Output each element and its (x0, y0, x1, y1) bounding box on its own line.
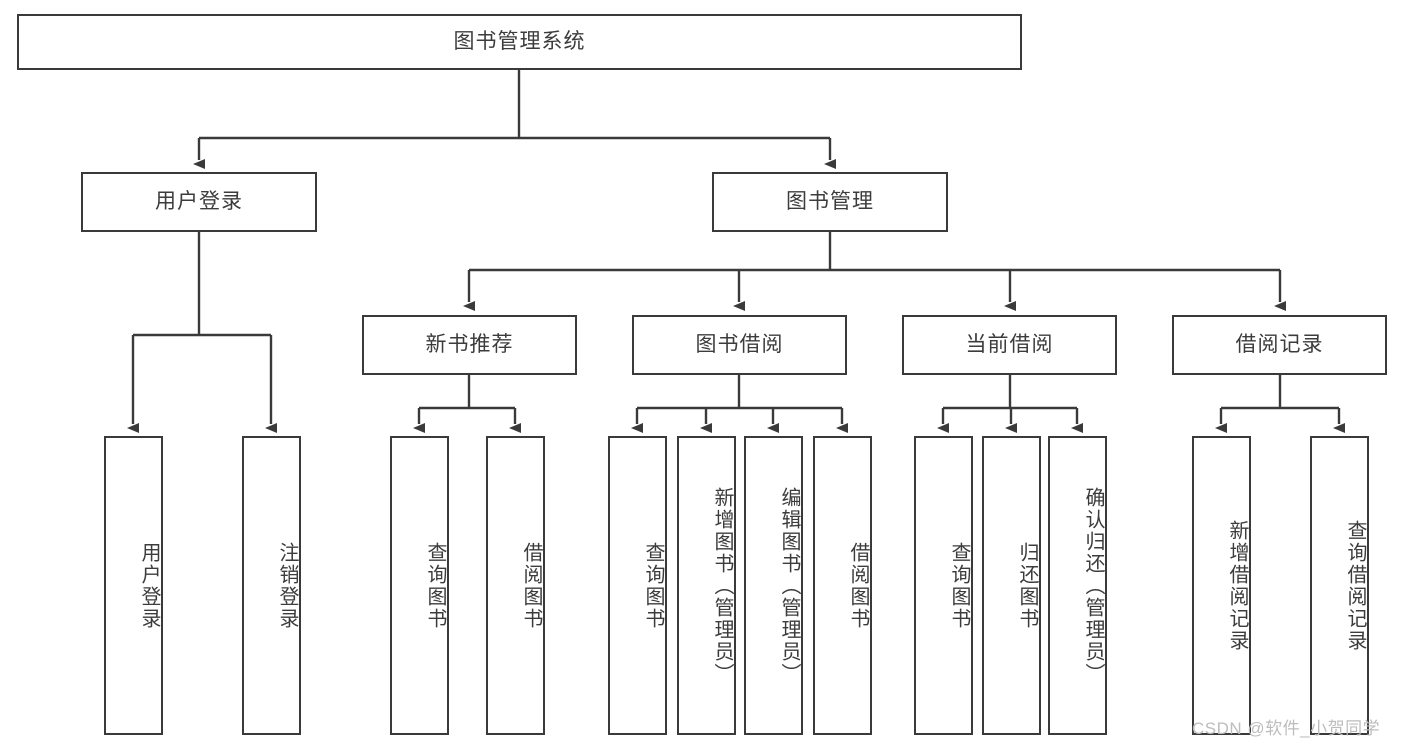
node-user-login[interactable]: 用户登录 (81, 172, 317, 232)
node-label: 查询图书 (642, 541, 664, 630)
node-root-system[interactable]: 图书管理系统 (17, 14, 1022, 70)
leaf-user-login[interactable]: 用户登录 (104, 436, 163, 735)
node-book-management[interactable]: 图书管理 (712, 172, 948, 232)
node-label: 编辑图书（管理员） (778, 486, 800, 685)
node-borrow-record[interactable]: 借阅记录 (1172, 315, 1387, 375)
node-current-borrow[interactable]: 当前借阅 (902, 315, 1117, 375)
node-label: 用户登录 (138, 541, 160, 630)
node-label: 确认归还（管理员） (1082, 486, 1104, 685)
node-label: 图书管理系统 (453, 30, 586, 54)
node-label: 注销登录 (276, 541, 298, 630)
leaf-borrow-book-borrow[interactable]: 借阅图书 (813, 436, 872, 735)
leaf-add-book-admin[interactable]: 新增图书（管理员） (677, 436, 736, 735)
node-label: 借阅图书 (847, 541, 869, 630)
node-label: 新书推荐 (425, 333, 514, 357)
node-label: 新增图书（管理员） (711, 486, 733, 685)
node-label: 图书管理 (786, 190, 874, 214)
node-label: 查询图书 (948, 541, 970, 630)
node-label: 借阅图书 (520, 541, 542, 630)
leaf-query-borrow-record[interactable]: 查询借阅记录 (1310, 436, 1369, 735)
node-label: 借阅记录 (1235, 333, 1324, 357)
node-label: 新增借阅记录 (1226, 519, 1248, 652)
leaf-query-book-current[interactable]: 查询图书 (914, 436, 973, 735)
node-label: 用户登录 (155, 190, 243, 214)
leaf-query-book-recommend[interactable]: 查询图书 (390, 436, 449, 735)
node-label: 归还图书 (1016, 541, 1038, 630)
node-book-borrow[interactable]: 图书借阅 (632, 315, 847, 375)
node-label: 当前借阅 (965, 333, 1054, 357)
leaf-logout-login[interactable]: 注销登录 (242, 436, 301, 735)
node-label: 查询借阅记录 (1344, 519, 1366, 652)
leaf-confirm-return-admin[interactable]: 确认归还（管理员） (1048, 436, 1107, 735)
leaf-return-book[interactable]: 归还图书 (982, 436, 1041, 735)
node-label: 图书借阅 (695, 333, 784, 357)
node-label: 查询图书 (424, 541, 446, 630)
node-new-book-recommend[interactable]: 新书推荐 (362, 315, 577, 375)
leaf-add-borrow-record[interactable]: 新增借阅记录 (1192, 436, 1251, 735)
leaf-borrow-book-recommend[interactable]: 借阅图书 (486, 436, 545, 735)
leaf-edit-book-admin[interactable]: 编辑图书（管理员） (744, 436, 803, 735)
leaf-query-book-borrow[interactable]: 查询图书 (608, 436, 667, 735)
csdn-watermark: CSDN @软件_小贺同学 (1192, 719, 1381, 738)
